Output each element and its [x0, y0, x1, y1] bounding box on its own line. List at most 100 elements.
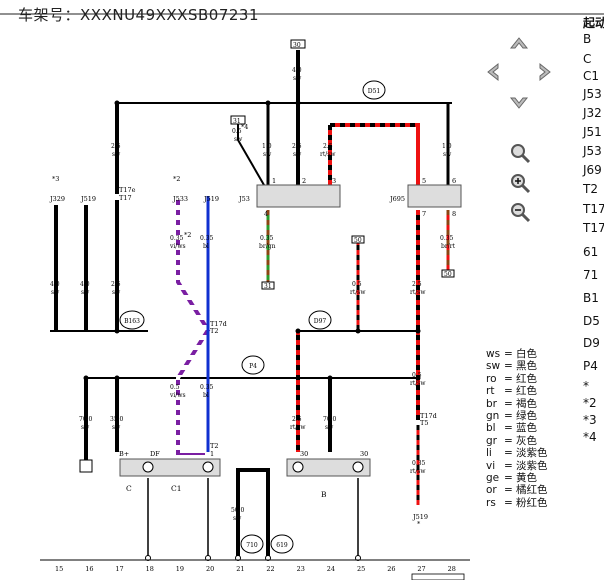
color-name: 红色	[516, 372, 537, 385]
term-box-c30	[79, 459, 93, 473]
side-panel-item[interactable]: 71	[583, 268, 599, 282]
label-starter-c1: C1	[171, 484, 182, 493]
color-code: rs	[486, 496, 496, 509]
pin-4: 4	[264, 210, 268, 218]
side-panel-item[interactable]: *4	[583, 430, 597, 442]
color-code: br	[486, 397, 497, 410]
wire-w18-color: bl	[203, 392, 209, 399]
side-panel-item[interactable]: T2	[583, 182, 598, 196]
equals-sign: =	[504, 372, 513, 385]
side-panel-item[interactable]: T17	[583, 221, 604, 235]
wire-w17-color: vi/ws	[169, 392, 186, 399]
pin-1: 1	[272, 177, 276, 185]
color-name: 黑色	[516, 360, 537, 373]
color-name: 绿色	[516, 409, 537, 422]
wire-w16-size: 2.5	[111, 281, 121, 288]
zoom-out-icon[interactable]	[509, 201, 531, 223]
equals-sign: =	[504, 397, 513, 410]
side-panel-item[interactable]: J53	[583, 87, 602, 101]
color-name: 蓝色	[516, 422, 537, 435]
color-name: 黄色	[516, 471, 537, 484]
wire-w15-size: 4.0	[80, 281, 90, 288]
term-box-31-label: 31	[233, 118, 241, 125]
pan-left-icon[interactable]	[486, 62, 502, 82]
wire-w21-size: 2.5	[292, 416, 302, 423]
color-name: 粉红色	[516, 496, 548, 509]
bottom-number: 27	[417, 565, 425, 573]
side-panel-item[interactable]: D9	[583, 336, 600, 350]
wire-w8-color: br/gn	[259, 243, 276, 250]
color-key-row: rs=粉红色	[486, 497, 566, 509]
color-key-row: gn=绿色	[486, 410, 566, 422]
pan-down-icon[interactable]	[509, 94, 529, 110]
node-710: 710	[240, 534, 264, 554]
equals-sign: =	[504, 422, 513, 435]
bottom-number: 22	[266, 565, 274, 573]
wire-w1-color: sw	[112, 151, 121, 158]
side-panel-item[interactable]: J53	[583, 144, 602, 158]
equals-sign: =	[504, 471, 513, 484]
pan-right-icon[interactable]	[536, 62, 552, 82]
term-box-30	[290, 39, 306, 49]
wire-w10	[176, 200, 211, 457]
side-panel-item[interactable]: J51	[583, 125, 602, 139]
pin-5: 5	[422, 177, 426, 185]
mark-star2-b: *2	[184, 231, 191, 239]
side-panel-item[interactable]: J69	[583, 163, 602, 177]
wire-labels: 2.5 sw 1.0 sw 2.5 sw 2.5 rt/sw 1.0 sw 4.…	[50, 67, 456, 522]
pin-2: 2	[302, 177, 306, 185]
wire-w6-color: sw	[293, 75, 302, 82]
side-panel-item[interactable]: C1	[583, 69, 600, 83]
color-code: rt	[486, 385, 495, 398]
label-j519-a: J519	[80, 195, 96, 203]
side-panel-item[interactable]: P4	[583, 359, 598, 373]
label-b30: 30	[300, 450, 308, 458]
wire-w25-size: 50.0	[231, 507, 245, 514]
pan-up-icon[interactable]	[509, 36, 529, 52]
wire-w8-size: 0.35	[260, 235, 274, 242]
zoom-in-icon[interactable]	[509, 172, 531, 194]
side-panel-item[interactable]: T17	[583, 202, 604, 216]
zoom-fit-icon[interactable]	[509, 142, 531, 164]
color-code: or	[486, 484, 497, 497]
bottom-number: 17	[115, 565, 123, 573]
side-panel-item[interactable]: *	[583, 379, 589, 393]
color-key-row: br=褐色	[486, 398, 566, 410]
side-panel-item[interactable]: B	[583, 32, 592, 46]
wire-w14-size: 4.0	[50, 281, 60, 288]
term-box-c31-label: 31	[264, 283, 272, 290]
equals-sign: =	[504, 385, 513, 398]
mark-star4: *4	[241, 123, 248, 131]
color-code: ws	[486, 348, 501, 360]
wire-w25	[236, 468, 270, 556]
label-b30-b: 30	[360, 450, 368, 458]
side-panel-item[interactable]: 61	[583, 245, 599, 259]
side-panel-item[interactable]: *2	[583, 396, 597, 410]
wire-w4-color: rt/sw	[320, 151, 336, 158]
wire-w24-size: 0.35	[412, 460, 426, 467]
wire-w23-size: 0.5	[412, 372, 422, 379]
color-code: gn	[486, 409, 500, 422]
label-t2-a: T2	[210, 327, 218, 335]
bottom-number: 28	[448, 565, 456, 573]
side-panel-item[interactable]: C	[583, 52, 592, 66]
page-ref-box	[411, 573, 465, 580]
label-j53: J53	[238, 195, 250, 203]
node-d51: D51	[362, 80, 386, 100]
color-name: 淡紫色	[516, 447, 548, 460]
wire-w10-color: vi/ws	[169, 243, 186, 250]
wire-w25-color: sw	[233, 515, 242, 522]
side-panel-item[interactable]: *3	[583, 413, 597, 427]
side-panel-item[interactable]: D5	[583, 314, 600, 328]
battery-b-symbol-1	[292, 461, 304, 473]
vin-value: XXXNU49XXXSB07231	[80, 6, 259, 24]
term-box-c31	[261, 281, 275, 290]
bottom-number: 26	[387, 565, 395, 573]
svg-text:B163: B163	[124, 318, 140, 325]
wire-w16-color: sw	[112, 289, 121, 296]
term-box-c50-label: 50	[354, 237, 362, 244]
color-key-row: bl=蓝色	[486, 422, 566, 434]
pin-6: 6	[452, 177, 456, 185]
side-panel-item[interactable]: B1	[583, 291, 599, 305]
side-panel-item[interactable]: J32	[583, 106, 602, 120]
